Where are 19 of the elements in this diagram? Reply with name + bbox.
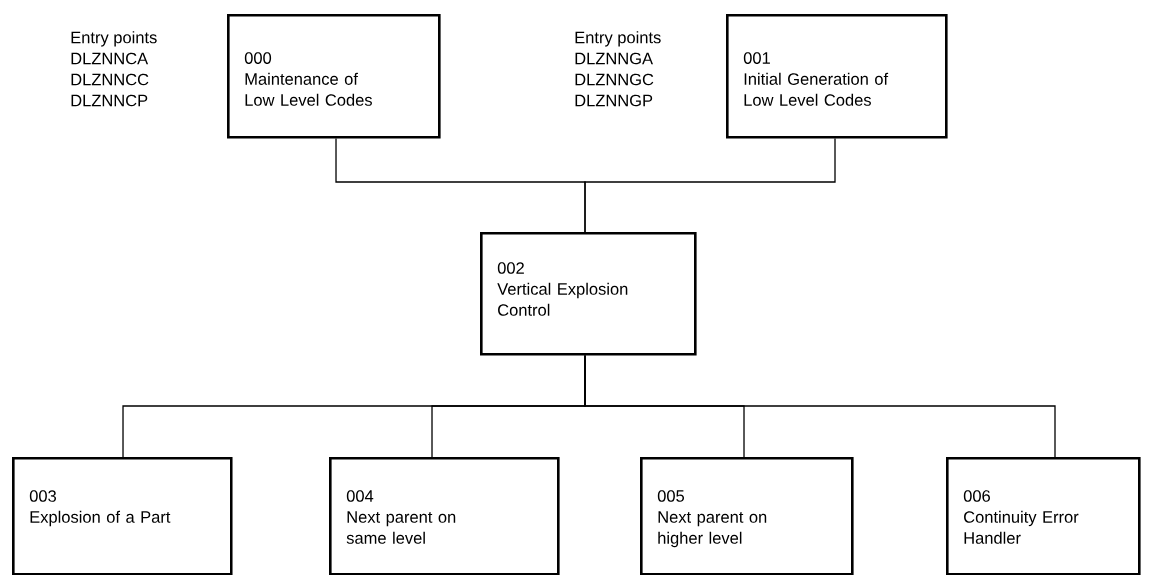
connector-line (584, 354, 1056, 458)
process-box: 003 Explosion of a Part (12, 457, 233, 575)
process-box: 004 Next parent on same level (329, 457, 560, 575)
node-label: DLZNNGA (575, 52, 654, 65)
process-box: 002 Vertical Explosion Control (480, 232, 697, 356)
node-label: Entry points (71, 31, 157, 47)
process-box: 006 Continuity Error Handler (946, 457, 1141, 575)
process-box: 001 Initial Generation of Low Level Codes (726, 14, 948, 139)
entry-points-list: Entry points DLZNNGA DLZNNGC DLZNNGP (575, 31, 661, 107)
node-label: DLZNNCP (71, 94, 148, 107)
node-label: DLZNNCA (71, 52, 149, 65)
node-label: DLZNNGP (575, 94, 653, 107)
process-box: 000 Maintenance of Low Level Codes (227, 14, 441, 139)
node-label: DLZNNGC (575, 73, 654, 86)
process-box: 005 Next parent on higher level (640, 457, 854, 575)
connector-line (584, 137, 836, 233)
node-label: DLZNNCC (71, 73, 149, 86)
entry-points-list: Entry points DLZNNCA DLZNNCC DLZNNCP (71, 31, 157, 107)
node-label: Entry points (575, 31, 661, 47)
